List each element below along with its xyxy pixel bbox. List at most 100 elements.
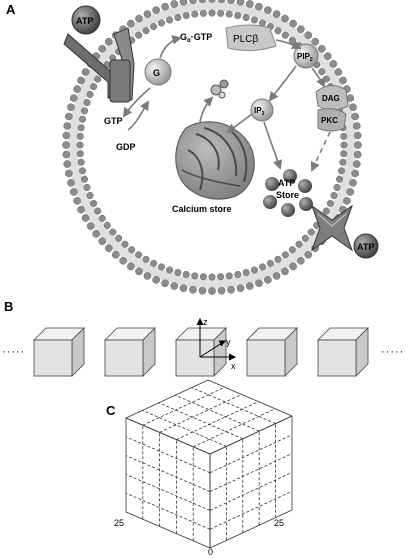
grid-line [176,401,259,440]
lipid-head [135,251,143,259]
atp-store-vesicles [263,169,313,217]
grid-line [209,509,293,549]
lipid-head [191,10,199,18]
g-protein [144,58,172,86]
lipid-head [121,240,129,248]
lipid-head [127,19,135,28]
grid-line [159,394,242,433]
grid-line [125,417,211,455]
calcium-store-label: Calcium store [172,204,232,214]
lipid-head [79,115,87,123]
grid-line [193,408,276,448]
lipid-head [274,27,282,35]
lipid-head [170,282,179,290]
pkc [317,108,347,132]
calcium-store-organelle [175,121,255,200]
lipid-head [297,25,305,33]
lipid-head [76,150,84,158]
lipid-head [65,169,73,178]
lipid-head [259,263,267,271]
grid-line [142,386,225,426]
lipid-head [340,132,348,140]
lipid-head [245,282,254,290]
lipid-head [76,141,84,149]
lipid-head [104,244,113,253]
lipid-head [86,222,95,230]
lipid-head [83,99,91,107]
atp-store-label-1: ATP [278,178,295,188]
lipid-head [143,272,152,280]
lipid-head [217,273,225,281]
lipid-head [161,2,169,11]
lipid-head [340,141,348,149]
x-axis-label: x [231,361,236,371]
lipid-head [76,132,84,140]
grid-line [125,474,211,511]
lipid-head [295,240,303,248]
lipid-head [245,0,254,8]
lipid-head [62,150,71,159]
panel-b: B ····· ····· z y x [2,299,403,377]
lipid-head [250,16,258,24]
lipid-head [67,103,75,112]
lipid-head [339,76,347,85]
atp-release-channel [310,204,354,252]
lipid-head [274,255,282,263]
y-axis [199,342,223,358]
lipid-head [272,272,281,280]
plc-beta [225,24,277,52]
lipid-head [255,2,263,11]
atp-ligand-label: ATP [76,16,93,26]
panel-a: A ATP G Gα·GTP PLCβ PIP2 DAG PKC [6,0,379,295]
lipid-head [333,183,341,191]
lipid-head [179,284,188,292]
lipid-head [73,197,81,205]
lipid-head [80,107,88,115]
voxel-cube [104,327,156,377]
g-protein-label: G [153,68,160,78]
cube-front-face [175,339,215,377]
lipid-head [142,27,150,35]
cube-front-face [317,339,357,377]
lipid-head [208,9,216,17]
panel-a-letter: A [6,2,16,17]
voxel-cube [317,327,369,377]
lipid-head [289,19,297,28]
lipid-head [98,214,106,222]
lipid-head [266,259,274,267]
lipid-head [288,36,296,44]
cube-front-face [246,339,286,377]
lipid-head [69,188,78,196]
lipid-head [250,266,258,274]
lipid-head [307,228,315,236]
panel-c: C 25 25 0 [106,379,293,557]
lipid-head [198,286,207,295]
lipid-head [317,44,326,53]
lipid-head [79,167,87,175]
lipid-head [111,250,120,259]
lipid-head [189,285,197,294]
lipid-head [179,0,188,6]
lipid-head [217,286,226,295]
lipid-head [289,262,297,271]
lipid-head [351,112,359,121]
lipid-head [73,85,81,93]
grid-line [125,511,211,549]
lipid-head [352,122,361,130]
lipid-head [90,83,98,91]
lipid-head [217,0,226,4]
lipid-head [354,141,362,149]
grid-line [125,436,211,474]
voxel-cube [175,327,227,377]
membrane-outer-heads [62,0,362,295]
lipid-head [182,270,190,278]
lipid-head [281,251,289,259]
lipid-head [311,37,320,46]
lipid-head [135,267,143,276]
lipid-head [198,0,207,4]
lipid-head [351,169,359,178]
lipid-head [234,12,242,20]
panel-c-letter: C [106,403,116,418]
lipid-head [104,37,113,46]
